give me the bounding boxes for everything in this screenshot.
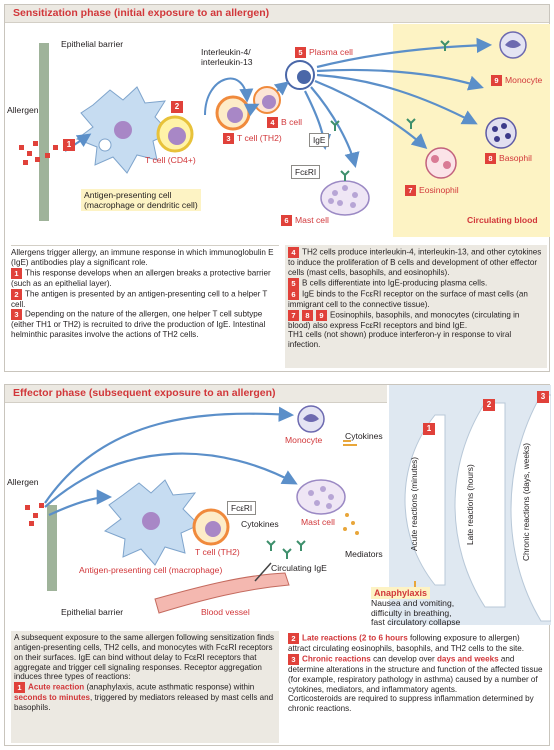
sens-item5: B cells differentiate into IgE-producing… [302, 278, 488, 288]
label-anaphylaxis-desc: Nausea and vomiting, difficulty in breat… [371, 598, 461, 627]
label-epithelial-barrier: Epithelial barrier [61, 607, 124, 617]
label-mast-cell: Mast cell [301, 517, 335, 527]
eff-intro: A subsequent exposure to the same allerg… [14, 633, 275, 682]
label-epithelial-barrier: Epithelial barrier [61, 39, 124, 49]
effector-text-left: A subsequent exposure to the same allerg… [11, 631, 279, 743]
chronic-wedge [510, 394, 551, 622]
sens-item4: TH2 cells produce interleukin-4, interle… [288, 247, 542, 277]
sens-item2: The antigen is presented by an antigen-p… [11, 289, 268, 309]
sensitization-title-bar: Sensitization phase (initial exposure to… [5, 5, 549, 23]
circulating-ige-shapes [266, 540, 306, 559]
allergen-particles [19, 141, 58, 165]
label-cytokines-top: Cytokines [345, 431, 383, 441]
label-fceri: FcεRI [227, 501, 257, 515]
effector-title: Effector phase (subsequent exposure to a… [13, 387, 276, 399]
apc-nucleus [114, 121, 132, 139]
step-1-badge: 1 [63, 139, 75, 151]
label-acute: Acute reactions (minutes) [409, 456, 419, 551]
reaction-3-badge: 3 [537, 391, 549, 403]
step-2-badge: 2 [171, 101, 183, 113]
late-wedge [454, 402, 506, 608]
reaction-1-badge: 1 [423, 423, 435, 435]
label-anaphylaxis: Anaphylaxis [371, 587, 431, 599]
mast-cell-shape [296, 479, 346, 515]
label-circulating-ige: Circulating IgE [271, 563, 327, 573]
sens-note: TH1 cells (not shown) produce interferon… [288, 330, 512, 350]
eff-note: Corticosteroids are required to suppress… [288, 694, 534, 714]
allergen-particles [25, 503, 44, 526]
sens-item6: IgE binds to the FcεRI receptor on the s… [288, 289, 528, 309]
label-blood-vessel: Blood vessel [201, 607, 250, 617]
sensitization-title: Sensitization phase (initial exposure to… [13, 7, 270, 19]
sens-intro: Allergens trigger allergy, an immune res… [11, 248, 274, 267]
blood-vessel-shape [154, 572, 290, 614]
epithelial-barrier-shape [39, 43, 49, 221]
label-ige: IgE [309, 133, 330, 147]
label-fceri: FcεRI [291, 165, 321, 179]
sens-item1: This response develops when an allergen … [11, 268, 271, 288]
sens-item3: Depending on the nature of the allergen,… [11, 310, 266, 340]
effector-title-bar: Effector phase (subsequent exposure to a… [5, 385, 387, 403]
label-apc: Antigen-presenting cell (macrophage or d… [81, 189, 201, 211]
basophil-shape [485, 117, 517, 149]
label-apc: Antigen-presenting cell (macrophage) [79, 565, 223, 575]
epithelial-barrier-shape [47, 505, 57, 591]
label-circulating-blood: Circulating blood [467, 215, 538, 225]
label-mediators: Mediators [345, 549, 383, 559]
label-t-cell-th2: T cell (TH2) [195, 547, 240, 557]
sensitization-text-left: Allergens trigger allergy, an immune res… [11, 245, 279, 340]
ige-release-arrow [254, 562, 272, 582]
label-monocyte: Monocyte [285, 435, 323, 445]
label-cytokines: Cytokines [241, 519, 279, 529]
label-interleukin: Interleukin-4/ interleukin-13 [201, 47, 253, 67]
acute-wedge [404, 414, 446, 586]
sensitization-diagram [19, 24, 550, 237]
label-chronic: Chronic reactions (days, weeks) [521, 442, 531, 561]
effector-panel: Effector phase (subsequent exposure to a… [4, 384, 551, 746]
sens-item789: Eosinophils, basophils, and monocytes (c… [288, 310, 520, 330]
allergen-arrows [44, 406, 298, 516]
label-allergen: Allergen [7, 477, 39, 487]
reaction-2-badge: 2 [483, 399, 495, 411]
label-t-cell-cd4: T cell (CD4+) [145, 155, 196, 165]
circulating-blood-area [393, 24, 550, 237]
effector-diagram [25, 385, 551, 625]
label-allergen: Allergen [7, 105, 39, 115]
label-late: Late reactions (hours) [465, 464, 475, 545]
ige-antibodies [330, 40, 450, 181]
eosinophil-shape [425, 147, 457, 179]
sensitization-panel: Sensitization phase (initial exposure to… [4, 4, 550, 372]
